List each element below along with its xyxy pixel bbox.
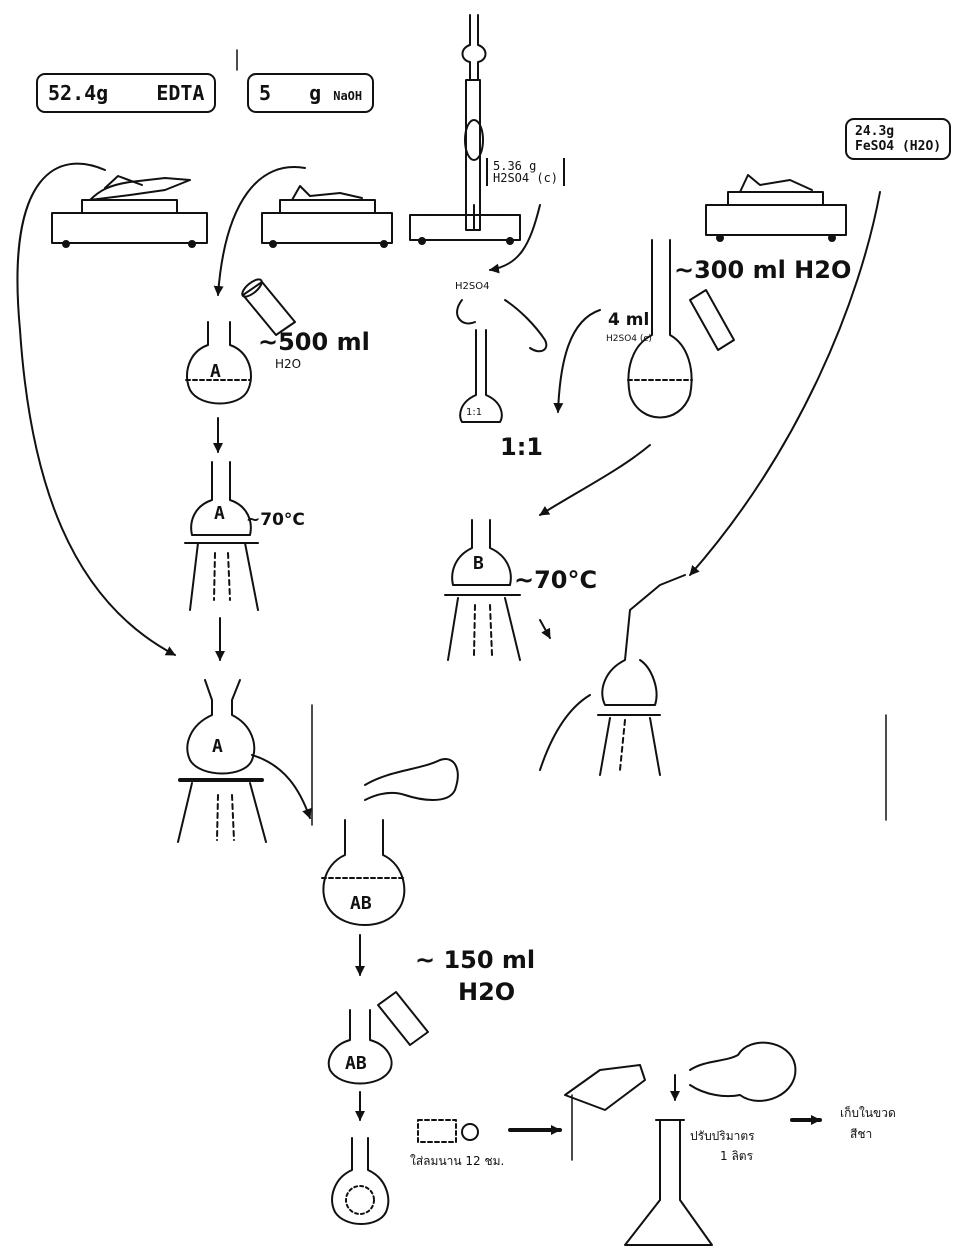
acid-ratio-label: 1:1: [500, 435, 543, 459]
feso4-line1: 24.3g: [855, 124, 941, 139]
cylinder-150ml: [378, 992, 428, 1045]
naoh-amount: 5: [259, 81, 271, 105]
flask-feso4: [598, 575, 685, 775]
h2so4-line2: H2SO4 (c): [493, 172, 558, 184]
edta-amount: 52.4g: [48, 81, 108, 105]
arrows: [17, 164, 880, 1130]
edta-box: 52.4g EDTA: [36, 73, 216, 113]
acid-flask-label: H2SO4: [455, 282, 489, 292]
bottle-pour: [565, 1065, 645, 1110]
acid-4ml-label: 4 ml: [608, 312, 649, 329]
balance-naoh: [262, 186, 392, 247]
flask-a2: [185, 462, 258, 610]
cylinder-500ml: [240, 276, 295, 335]
aeration-pump: [418, 1120, 478, 1142]
acid-4ml-sub: H2SO4 (c): [606, 335, 652, 344]
flask-a2-label: A: [214, 505, 225, 523]
flask-b1: [445, 520, 520, 660]
naoh-box: 5 g NaOH: [247, 73, 374, 113]
bottle-round: [675, 1043, 795, 1101]
temp-a-label: ~70°C: [246, 512, 305, 529]
flask-a3: [178, 680, 266, 842]
h2so4-box: 5.36 g H2SO4 (c): [486, 158, 565, 186]
flask-ab2-label: AB: [345, 1055, 367, 1073]
divider-lines: [237, 50, 886, 1160]
balance-feso4: [706, 175, 846, 241]
water-150-unit: H2O: [458, 980, 515, 1004]
naoh-name: NaOH: [333, 89, 362, 103]
water-500-unit: H2O: [275, 358, 301, 370]
flask-a1-label: A: [210, 363, 221, 381]
flask-ab-label: AB: [350, 895, 372, 913]
cylinder-300ml: [690, 290, 734, 350]
water-300-label: ~300 ml H2O: [674, 258, 851, 282]
edta-name: EDTA: [156, 81, 204, 105]
volumetric-flask-h2so4: [457, 300, 546, 422]
water-500-label: ~500 ml: [258, 330, 370, 354]
pouring-flask: [365, 759, 458, 800]
flask-a3-label: A: [212, 738, 223, 756]
balance-edta: [52, 176, 207, 247]
store-label: เก็บในขวด: [840, 1107, 896, 1119]
flask-final: [332, 1138, 388, 1224]
store-sub-label: สีชา: [850, 1128, 872, 1140]
flask-b1-label: B: [473, 555, 484, 573]
burette: [463, 15, 486, 230]
naoh-unit: g: [309, 81, 321, 105]
dropper-acid: [558, 310, 600, 412]
water-150-label: ~ 150 ml: [415, 948, 535, 972]
aerate-label: ใส่ลมนาน 12 ชม.: [410, 1155, 504, 1167]
feso4-line2: FeSO4 (H2O): [855, 139, 941, 154]
adjust-label: ปรับปริมาตร: [690, 1130, 755, 1142]
feso4-box: 24.3g FeSO4 (H2O): [845, 118, 951, 160]
flask-small-label: 1:1: [466, 408, 482, 418]
temp-b-label: ~70°C: [514, 568, 597, 592]
adjust-vol-label: 1 ลิตร: [720, 1150, 753, 1162]
